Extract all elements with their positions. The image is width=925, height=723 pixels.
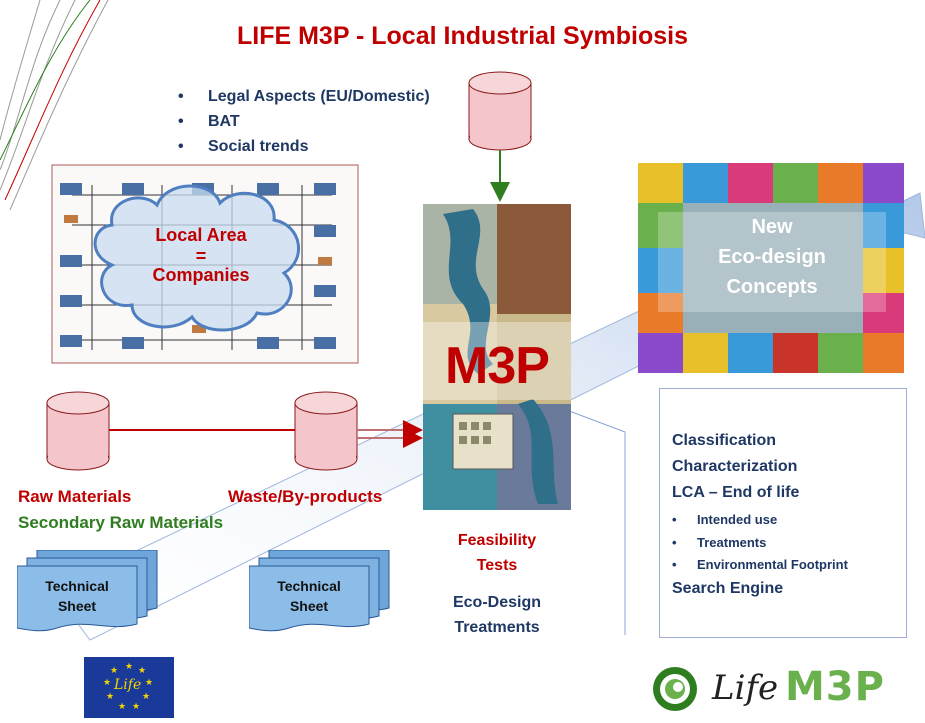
database-cylinder-waste: [294, 391, 358, 471]
local-area-label: Local Area = Companies: [112, 225, 290, 286]
local-area-line1: Local Area: [155, 225, 247, 245]
ecodesign-line2: Treatments: [454, 619, 540, 636]
m3p-label: M3P: [445, 337, 550, 395]
search-engine-label: Search Engine: [672, 580, 784, 597]
waste-byproducts-label: Waste/By-products: [228, 487, 383, 506]
svg-text:★: ★: [106, 692, 114, 702]
sheet1-line1: Technical: [45, 578, 109, 594]
feasibility-line2: Tests: [476, 557, 518, 574]
cloud-shape: [93, 184, 300, 332]
svg-text:★: ★: [138, 666, 146, 676]
characterization-label: Characterization: [672, 458, 798, 475]
lca-label: LCA – End of life: [672, 484, 800, 501]
corner-decoration: [0, 0, 109, 211]
eco-design-treatments-label: Eco-Design Treatments: [423, 590, 571, 640]
svg-text:★: ★: [132, 702, 140, 712]
feasibility-tests-label: Feasibility Tests: [423, 528, 571, 578]
eu-life-logo: ★★★ ★★★ ★★★ Life: [84, 657, 174, 718]
brand-bold-text: M3P: [785, 664, 885, 710]
classification-label: Classification: [672, 432, 777, 449]
puzzle-image: [638, 163, 904, 373]
database-cylinder-top: [468, 71, 532, 151]
concepts-line2: Eco-design: [718, 246, 826, 268]
bullet-list: Legal Aspects (EU/Domestic) BAT Social t…: [178, 84, 430, 159]
lca-sub-item: Environmental Footprint: [672, 557, 848, 572]
feasibility-line1: Feasibility: [457, 532, 537, 549]
technical-sheet-label-1: Technical Sheet: [17, 576, 137, 616]
bullet-item: BAT: [178, 109, 430, 134]
svg-text:★: ★: [103, 678, 111, 688]
sheet1-line2: Sheet: [57, 598, 97, 614]
raw-materials-label: Raw Materials: [18, 487, 132, 506]
new-eco-design-concepts-label: New Eco-design Concepts: [658, 212, 886, 312]
brand-script-text: Life: [712, 668, 779, 708]
ecodesign-line1: Eco-Design: [452, 594, 541, 611]
brand-swirl-icon: [653, 667, 697, 711]
local-area-line2: =: [195, 246, 207, 266]
svg-text:★: ★: [145, 678, 153, 688]
eu-life-text: Life: [114, 677, 142, 693]
sheet2-line2: Sheet: [289, 598, 329, 614]
local-area-line3: Companies: [152, 265, 250, 285]
m3p-illustration: [423, 204, 571, 510]
svg-text:★: ★: [125, 662, 133, 672]
lca-sub-item: Intended use: [672, 512, 777, 527]
sheet2-line1: Technical: [277, 578, 341, 594]
secondary-raw-materials-label: Secondary Raw Materials: [18, 513, 224, 532]
database-cylinder-raw: [46, 391, 110, 471]
local-area-diagram: [60, 183, 336, 350]
concepts-line3: Concepts: [726, 276, 818, 298]
bracket-line: [539, 399, 626, 635]
info-box: Classification Characterization LCA – En…: [659, 388, 907, 638]
bullet-item: Legal Aspects (EU/Domestic): [178, 84, 430, 109]
page-title: LIFE M3P - Local Industrial Symbiosis: [236, 22, 689, 50]
svg-text:★: ★: [110, 666, 118, 676]
lca-sub-item: Treatments: [672, 535, 766, 550]
technical-sheet-label-2: Technical Sheet: [249, 576, 369, 616]
svg-text:★: ★: [118, 702, 126, 712]
bullet-item: Social trends: [178, 134, 430, 159]
technical-sheet-stack-1: [17, 550, 158, 632]
technical-sheet-stack-2: [249, 550, 390, 632]
eu-stars-icon: ★★★ ★★★ ★★★: [103, 662, 153, 712]
svg-text:★: ★: [142, 692, 150, 702]
concepts-line1: New: [751, 216, 793, 238]
